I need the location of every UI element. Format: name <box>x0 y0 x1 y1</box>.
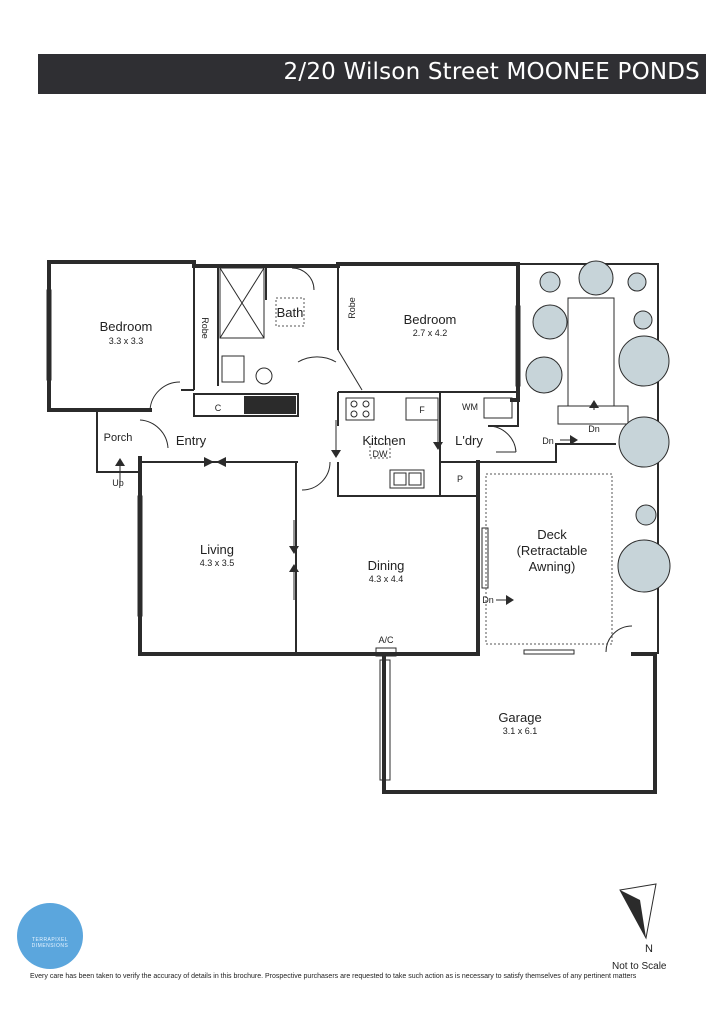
dn-laundry-label: Dn <box>542 436 554 446</box>
north-compass <box>619 883 657 940</box>
washing-machine-label: WM <box>462 402 478 412</box>
not-to-scale-note: Not to Scale <box>612 961 667 972</box>
fridge-label: F <box>419 405 425 415</box>
interior-walls <box>140 266 519 654</box>
bedroom2-dim: 2.7 x 4.2 <box>413 328 448 338</box>
dn-dining-label: Dn <box>482 595 494 605</box>
bedroom1-label: Bedroom <box>100 319 153 334</box>
entry-label: Entry <box>176 433 207 448</box>
bathroom-fixtures <box>219 267 315 385</box>
living-dim: 4.3 x 3.5 <box>200 558 235 568</box>
direction-arrows <box>115 400 599 605</box>
windows <box>46 289 575 781</box>
dining-label: Dining <box>368 558 405 573</box>
door-swings <box>139 349 633 653</box>
living-label: Living <box>200 542 234 557</box>
ac-unit <box>375 647 397 657</box>
cupboard-block <box>244 396 296 414</box>
deck-label-line1: Deck <box>537 527 567 542</box>
deck-label-line3: Awning) <box>529 559 576 574</box>
dn-deck-top-label: Dn <box>588 424 600 434</box>
up-label: Up <box>112 478 124 488</box>
property-address: 2/20 Wilson Street MOONEE PONDS <box>283 59 700 85</box>
bath-label: Bath <box>277 305 304 320</box>
bedroom2-label: Bedroom <box>404 312 457 327</box>
bedroom1-dim: 3.3 x 3.3 <box>109 336 144 346</box>
pantry-label: P <box>457 474 463 484</box>
dining-dim: 4.3 x 4.4 <box>369 574 404 584</box>
garage-label: Garage <box>498 710 541 725</box>
ac-label: A/C <box>378 635 394 645</box>
garage-dim: 3.1 x 6.1 <box>503 726 538 736</box>
kitchen-label: Kitchen <box>362 433 405 448</box>
planter <box>567 297 615 407</box>
robe-right-label: Robe <box>347 297 357 319</box>
company-logo: TERRAPIXEL DIMENSIONS <box>17 903 83 969</box>
dishwasher-label: DW <box>373 449 388 459</box>
porch-label: Porch <box>104 432 133 444</box>
disclaimer-text: Every care has been taken to verify the … <box>30 973 637 980</box>
header-banner: 2/20 Wilson Street MOONEE PONDS <box>38 54 706 94</box>
robe-left-label: Robe <box>200 317 210 339</box>
cupboard-label: C <box>215 403 222 413</box>
deck-label-line2: (Retractable <box>517 543 588 558</box>
logo-text: TERRAPIXEL DIMENSIONS <box>31 937 69 949</box>
laundry-label: L'dry <box>455 433 483 448</box>
north-label: N <box>645 943 653 955</box>
trees <box>525 260 671 593</box>
